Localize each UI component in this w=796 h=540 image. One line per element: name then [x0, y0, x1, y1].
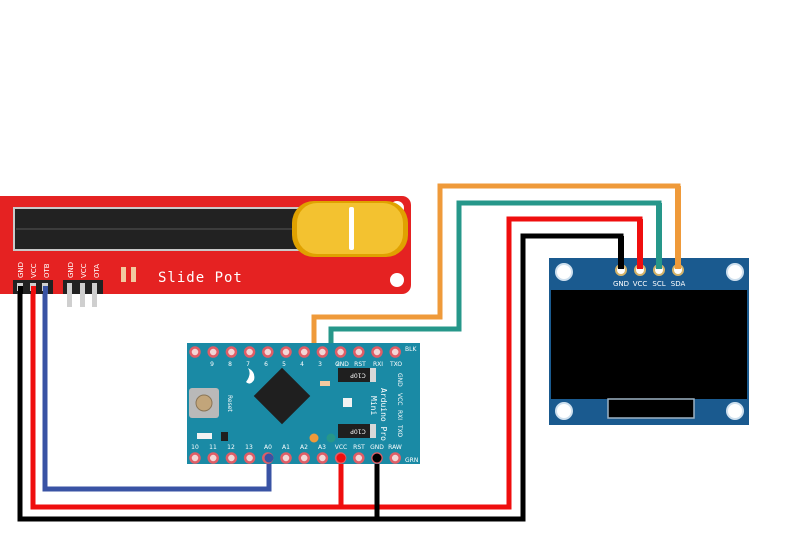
top-pin-number: 2 [336, 361, 340, 368]
mount-hole [555, 263, 573, 281]
arduino-bottom-pad [298, 452, 310, 464]
slide-pot-module: GND VCC OTB GND VCC OTA Slide Pot [0, 196, 411, 307]
pot-pin-label-gnd-right: GND [67, 262, 75, 278]
bottom-pin-label: A1 [282, 444, 290, 451]
pot-smd-part [121, 267, 126, 282]
oled-pin-label-sda: SDA [671, 280, 686, 288]
wire-signal-blue [42, 287, 272, 492]
arduino-top-pad [225, 346, 238, 358]
arduino-bottom-pad [389, 452, 401, 464]
smd-part [197, 433, 212, 439]
arduino-top-pad [262, 346, 274, 358]
capacitor-bottom: C10P [338, 424, 376, 438]
side-label-grn: GRN [405, 457, 418, 464]
top-pin-number: 6 [264, 361, 268, 368]
arduino-top-pad [298, 346, 310, 358]
board-name-line1: Arduino Pro [379, 388, 388, 441]
arduino-board [187, 343, 420, 464]
pot-pin-label-gnd-left: GND [17, 262, 25, 278]
oled-screen [551, 290, 747, 399]
top-pin-label: GND [335, 361, 349, 368]
bottom-pin-label: A2 [300, 444, 308, 451]
top-pin-number: 9 [210, 361, 214, 368]
bottom-pin-label: 12 [227, 444, 235, 451]
reset-label: Reset [226, 395, 233, 412]
bottom-pin-label: A3 [318, 444, 326, 451]
reset-button[interactable] [195, 394, 213, 412]
pot-pin-label-vcc-left: VCC [30, 263, 38, 278]
mount-hole [726, 263, 744, 281]
arduino-top-pad [280, 346, 292, 358]
pot-pin-label-otb: OTB [43, 263, 51, 278]
bottom-pin-label: RAW [388, 444, 402, 451]
arduino-top-pad [353, 346, 365, 358]
top-pin-number: 4 [300, 361, 304, 368]
bottom-pin-label: 10 [191, 444, 199, 451]
bottom-pin-label: 13 [245, 444, 253, 451]
pot-header-right [63, 280, 103, 307]
oled-pin-label-scl: SCL [652, 280, 665, 288]
arduino-top-pad [371, 346, 383, 358]
smd-part [343, 398, 352, 407]
bottom-pin-label: GND [370, 444, 384, 451]
arduino-top-pad [189, 346, 201, 358]
top-pin-number: 7 [246, 361, 250, 368]
board-name-line2: Mini [369, 396, 378, 415]
bottom-pin-label: VCC [335, 444, 347, 451]
mount-hole [390, 273, 404, 287]
arduino-bottom-pad [207, 452, 219, 464]
pot-pin-label-ota: OTA [93, 264, 101, 278]
pin-vcc-wire-red [336, 453, 346, 463]
arduino-bottom-pad [316, 452, 329, 464]
pot-pin-label-vcc-right: VCC [80, 263, 88, 278]
arduino-pro-mini: 9 8 7 6 5 4 3 2 GND RST RXI TXO 10 11 12… [187, 343, 420, 464]
side-label: TXO [396, 424, 403, 437]
wire-end-teal [326, 433, 336, 443]
top-pin-label: RST [354, 361, 366, 368]
oled-pin-label-gnd: GND [613, 280, 629, 288]
arduino-bottom-pad [243, 452, 256, 464]
bottom-pin-label: RST [353, 444, 365, 451]
oled-display-module: GND VCC SCL SDA [549, 186, 749, 425]
arduino-top-pad [316, 346, 329, 358]
side-label: VCC [396, 393, 403, 405]
arduino-bottom-pad [189, 452, 201, 464]
svg-text:C10P: C10P [350, 428, 366, 435]
arduino-top-pad [207, 346, 219, 358]
wire-end-orange [309, 433, 319, 443]
arduino-top-pad [334, 346, 347, 358]
top-pin-number: 5 [282, 361, 286, 368]
arduino-bottom-pad [225, 452, 238, 464]
bottom-pin-label: 11 [209, 444, 217, 451]
oled-ribbon [607, 398, 695, 419]
oled-pin-label-vcc: VCC [633, 280, 648, 288]
mount-hole [726, 402, 744, 420]
top-pin-label: RXI [373, 361, 383, 368]
smd-part [221, 432, 228, 441]
sparkfun-flame-icon [246, 368, 255, 384]
side-label: GND [396, 373, 403, 387]
arduino-bottom-pad [353, 452, 365, 464]
side-label-blk: BLK [405, 346, 417, 353]
top-pin-number: 8 [228, 361, 232, 368]
slider-knob-mark [349, 207, 354, 250]
top-pin-label: TXO [389, 361, 402, 368]
pot-smd-part [131, 267, 136, 282]
smd-part [320, 381, 330, 386]
side-label: RXI [396, 410, 403, 420]
svg-text:C10P: C10P [350, 372, 366, 379]
capacitor-top: C10P [338, 368, 376, 382]
mount-hole [555, 402, 573, 420]
arduino-bottom-pad [280, 452, 292, 464]
pin-a0-wire-blue [264, 453, 274, 463]
top-pin-number: 3 [318, 361, 322, 368]
arduino-top-pad [243, 346, 256, 358]
arduino-top-pad [389, 346, 401, 358]
slide-pot-title: Slide Pot [158, 270, 243, 286]
bottom-pin-label: A0 [264, 444, 272, 451]
pin-gnd-wire-black [372, 453, 382, 463]
